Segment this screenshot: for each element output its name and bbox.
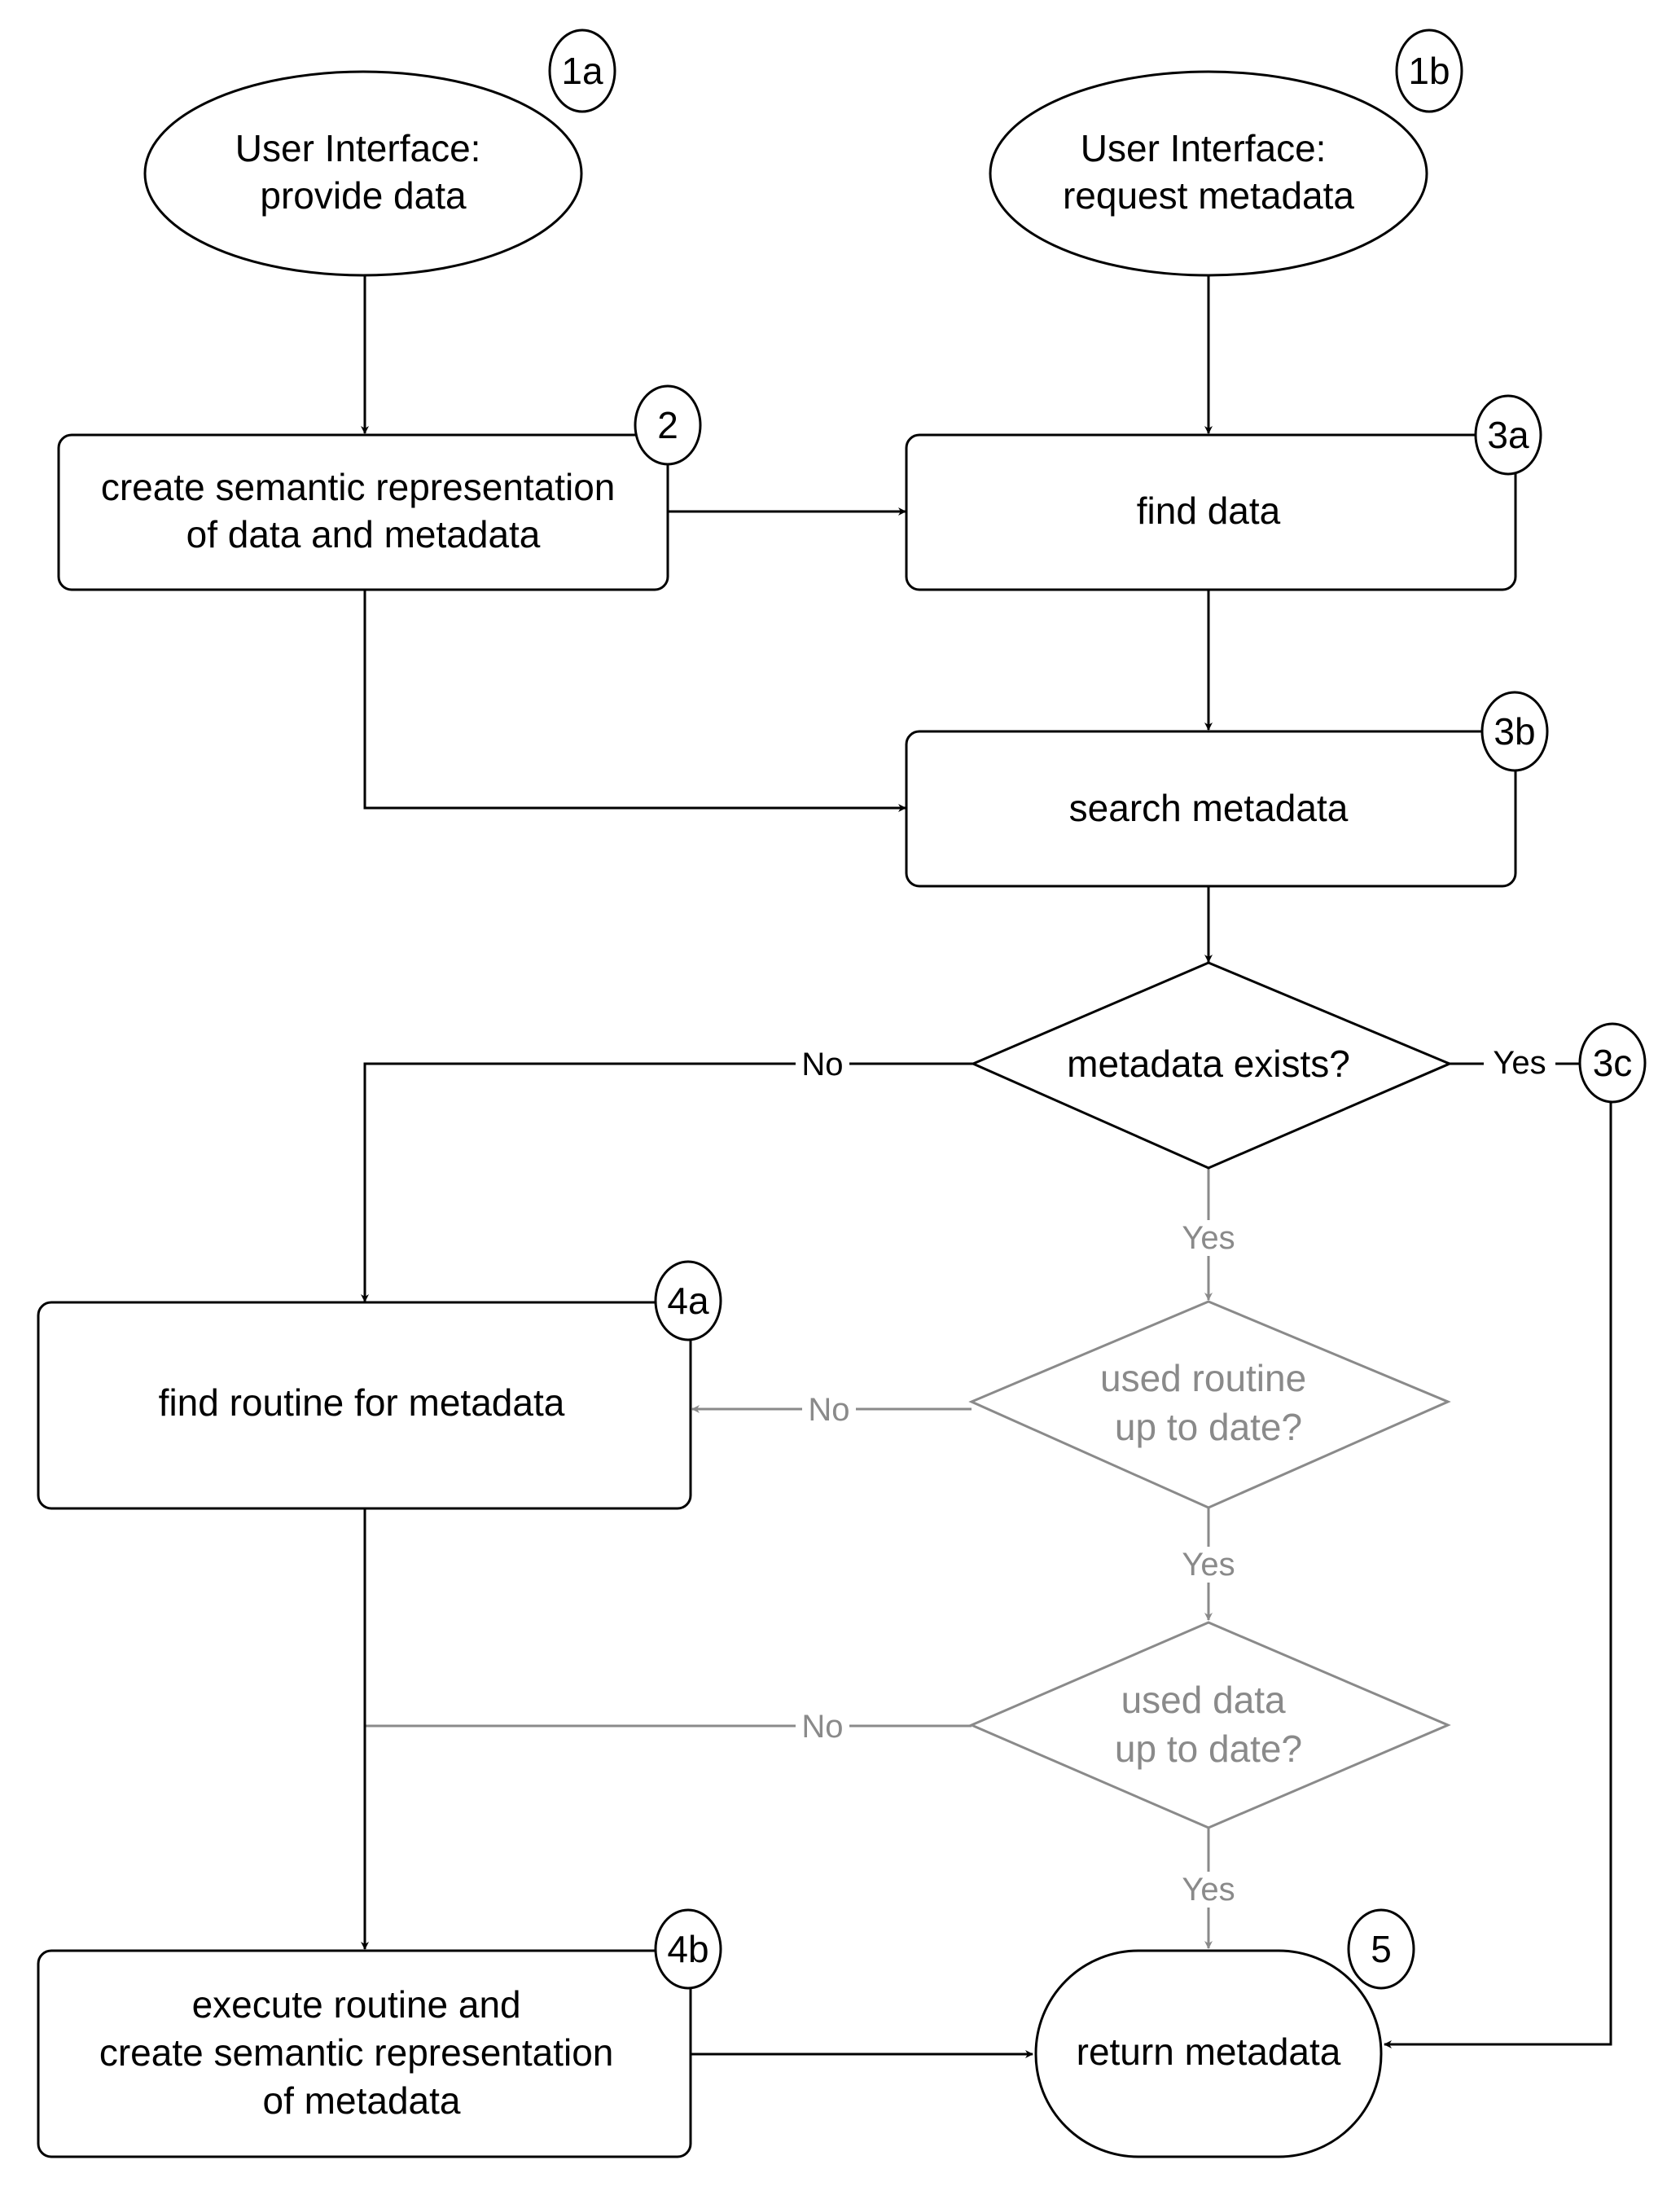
label-data-yes: Yes bbox=[1182, 1872, 1235, 1908]
node-find-routine: find routine for metadata bbox=[37, 1301, 692, 1510]
badge-4a: 4a bbox=[654, 1260, 722, 1341]
badge-3b: 3b bbox=[1480, 691, 1549, 772]
node-data-up-to-date-line-1: used data bbox=[1121, 1679, 1286, 1721]
label-routine-yes: Yes bbox=[1182, 1547, 1235, 1583]
node-data-up-to-date-decision: used data up to date? bbox=[968, 1621, 1451, 1829]
edge-exists-no bbox=[361, 1062, 973, 1302]
label-exists-yes-down: Yes bbox=[1182, 1220, 1235, 1256]
node-create-semantic-representation: create semantic representation of data a… bbox=[57, 433, 669, 591]
badge-2: 2 bbox=[634, 384, 702, 466]
node-create-semantic-line-2: of data and metadata bbox=[186, 513, 541, 555]
node-find-data-label: find data bbox=[1137, 490, 1281, 532]
node-execute-routine-line-1: execute routine and bbox=[192, 1983, 521, 2026]
node-metadata-exists-label: metadata exists? bbox=[1067, 1043, 1350, 1085]
badge-5: 5 bbox=[1347, 1908, 1415, 1990]
node-execute-routine-line-3: of metadata bbox=[263, 2079, 461, 2122]
badge-4b: 4b bbox=[654, 1908, 722, 1990]
svg-text:3a: 3a bbox=[1487, 414, 1529, 456]
node-search-metadata-label: search metadata bbox=[1069, 787, 1349, 829]
node-routine-up-to-date-line-1: used routine bbox=[1100, 1357, 1306, 1399]
badge-1a: 1a bbox=[548, 29, 616, 113]
badge-3a: 3a bbox=[1474, 394, 1542, 476]
svg-text:create semantic representation: create semantic representation of data a… bbox=[101, 466, 625, 555]
node-search-metadata: search metadata bbox=[905, 730, 1517, 888]
node-create-semantic-line-1: create semantic representation bbox=[101, 466, 616, 508]
svg-text:2: 2 bbox=[657, 404, 678, 446]
node-data-up-to-date-line-2: up to date? bbox=[1115, 1728, 1302, 1770]
node-ui-provide-data-line-2: provide data bbox=[260, 174, 467, 217]
label-data-no: No bbox=[801, 1709, 843, 1745]
svg-text:1b: 1b bbox=[1408, 50, 1450, 92]
node-ui-request-metadata-line-1: User Interface: bbox=[1081, 127, 1327, 169]
node-ui-request-metadata: User Interface: request metadata bbox=[989, 70, 1428, 277]
node-find-routine-label: find routine for metadata bbox=[159, 1381, 565, 1424]
svg-text:4a: 4a bbox=[667, 1280, 709, 1322]
badge-3c: 3c bbox=[1578, 1022, 1647, 1104]
node-routine-up-to-date-decision: used routine up to date? bbox=[968, 1300, 1451, 1509]
node-execute-routine: execute routine and create semantic repr… bbox=[37, 1949, 692, 2158]
svg-text:User Interface: provid: User Interface: provide data bbox=[235, 127, 491, 217]
node-return-metadata-label: return metadata bbox=[1077, 2031, 1341, 2073]
node-ui-request-metadata-line-2: request metadata bbox=[1063, 174, 1354, 217]
node-find-data: find data bbox=[905, 433, 1517, 591]
badge-1b: 1b bbox=[1395, 29, 1463, 113]
node-ui-provide-data-line-1: User Interface: bbox=[235, 127, 481, 169]
node-routine-up-to-date-line-2: up to date? bbox=[1115, 1406, 1302, 1448]
svg-text:3b: 3b bbox=[1494, 710, 1535, 753]
label-exists-no: No bbox=[801, 1047, 843, 1082]
label-exists-yes-right: Yes bbox=[1493, 1045, 1546, 1081]
label-routine-no: No bbox=[808, 1392, 849, 1428]
svg-text:1a: 1a bbox=[561, 50, 603, 92]
svg-text:3c: 3c bbox=[1593, 1042, 1633, 1084]
node-return-metadata: return metadata bbox=[1034, 1949, 1383, 2158]
edge-3c-to-return bbox=[1384, 1097, 1612, 2048]
svg-text:used data up to date?: used data up to date? bbox=[1115, 1679, 1302, 1770]
svg-text:5: 5 bbox=[1371, 1928, 1392, 1970]
svg-text:used routine up to dat: used routine up to date? bbox=[1100, 1357, 1317, 1448]
node-metadata-exists-decision: metadata exists? bbox=[970, 961, 1453, 1170]
node-ui-provide-data: User Interface: provide data bbox=[143, 70, 583, 277]
svg-text:4b: 4b bbox=[667, 1928, 708, 1970]
edge-create-to-search bbox=[363, 590, 906, 812]
node-execute-routine-line-2: create semantic representation bbox=[99, 2031, 614, 2074]
svg-text:execute routine and cr: execute routine and create semantic repr… bbox=[99, 1983, 624, 2122]
svg-text:User Interface: reques: User Interface: request metadata bbox=[1063, 127, 1354, 217]
